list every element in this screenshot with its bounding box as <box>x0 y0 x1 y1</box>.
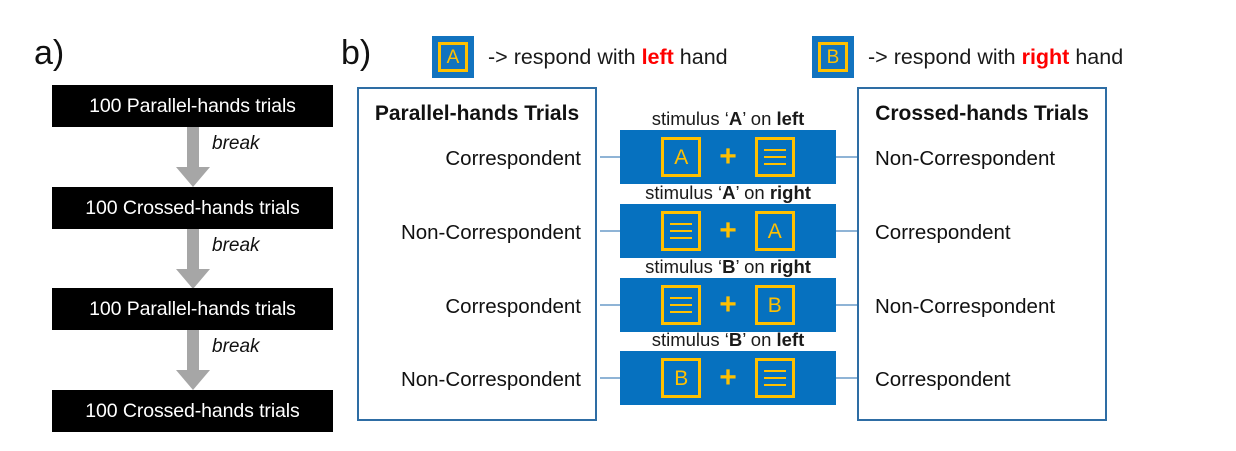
break-label: break <box>212 235 260 256</box>
parallel-correspondence-label: Correspondent <box>445 147 581 170</box>
legend-suffix-b: hand <box>1069 44 1124 69</box>
distractor-bar <box>763 156 786 158</box>
break-label: break <box>212 133 260 154</box>
legend-hand-a: left <box>641 44 674 69</box>
flow-step-box: 100 Parallel-hands trials <box>52 85 333 127</box>
caption-mid: ’ on <box>735 256 770 277</box>
connector-line <box>600 156 620 158</box>
fixation-cross: + <box>719 214 737 247</box>
panel-b-label: b) <box>341 34 372 72</box>
crossed-hands-panel: Crossed-hands Trials Non-Correspondent C… <box>857 87 1107 421</box>
stimulus-screen: + B <box>620 278 836 332</box>
fixation-cross: + <box>719 361 737 394</box>
caption-mid: ’ on <box>735 182 770 203</box>
legend-item-a: A -> respond with left hand <box>432 36 728 78</box>
caption-prefix: stimulus ‘ <box>645 182 723 203</box>
stimulus-letter-tile: B <box>661 358 702 398</box>
caption-letter: B <box>722 256 736 277</box>
stimulus-letter-tile: B <box>754 285 795 325</box>
parallel-correspondence-label: Correspondent <box>445 295 581 318</box>
crossed-correspondence-label: Non-Correspondent <box>875 295 1056 318</box>
stimulus-b-letter: B <box>818 42 848 72</box>
stimulus-caption: stimulus ‘A’ on left <box>620 108 836 129</box>
legend-prefix-b: -> respond with <box>868 44 1022 69</box>
caption-letter: B <box>728 329 743 350</box>
panel-a-label: a) <box>34 34 65 72</box>
stimulus-caption: stimulus ‘A’ on right <box>620 182 836 203</box>
distractor-bar <box>670 311 693 313</box>
legend-item-b: B -> respond with right hand <box>812 36 1123 78</box>
connector-line <box>835 377 857 379</box>
distractor-tile <box>754 137 795 177</box>
connector-line <box>835 230 857 232</box>
flow-step-box: 100 Crossed-hands trials <box>52 390 333 432</box>
parallel-hands-title: Parallel-hands Trials <box>374 102 580 125</box>
legend-hand-b: right <box>1021 44 1070 69</box>
legend-prefix-a: -> respond with <box>488 44 642 69</box>
fixation-cross: + <box>719 140 737 173</box>
connector-line <box>600 230 620 232</box>
fixation-cross: + <box>719 288 737 321</box>
legend-text-a: -> respond with left hand <box>488 45 728 70</box>
distractor-bar <box>763 163 786 165</box>
caption-letter: A <box>728 108 743 129</box>
distractor-bar <box>670 237 693 239</box>
down-arrow-icon <box>176 330 210 390</box>
legend-text-b: -> respond with right hand <box>868 45 1123 70</box>
stimulus-a-letter: A <box>438 42 468 72</box>
connector-line <box>835 304 857 306</box>
caption-prefix: stimulus ‘ <box>645 256 723 277</box>
distractor-bar <box>670 304 693 306</box>
caption-side: left <box>776 329 805 350</box>
distractor-bar <box>763 377 786 379</box>
flow-step-box: 100 Parallel-hands trials <box>52 288 333 330</box>
crossed-correspondence-label: Non-Correspondent <box>875 147 1056 170</box>
caption-mid: ’ on <box>742 108 777 129</box>
caption-letter: A <box>722 182 736 203</box>
distractor-bar <box>763 370 786 372</box>
stimulus-caption: stimulus ‘B’ on right <box>620 256 836 277</box>
panel-a-procedure-flow: a) 100 Parallel-hands trials break 100 C… <box>0 0 340 451</box>
crossed-correspondence-label: Correspondent <box>875 368 1011 391</box>
legend-suffix-a: hand <box>673 44 728 69</box>
caption-prefix: stimulus ‘ <box>651 329 729 350</box>
connector-line <box>835 156 857 158</box>
parallel-hands-panel: Parallel-hands Trials Correspondent Non-… <box>357 87 597 421</box>
caption-side: right <box>769 256 811 277</box>
distractor-tile <box>754 358 795 398</box>
stimulus-letter-tile: A <box>661 137 702 177</box>
flow-step-box: 100 Crossed-hands trials <box>52 187 333 229</box>
crossed-correspondence-label: Correspondent <box>875 221 1011 244</box>
connector-line <box>600 304 620 306</box>
caption-side: left <box>776 108 805 129</box>
connector-line <box>600 377 620 379</box>
distractor-tile <box>661 285 702 325</box>
distractor-bar <box>670 223 693 225</box>
distractor-bar <box>763 384 786 386</box>
break-label: break <box>212 336 260 357</box>
parallel-correspondence-label: Non-Correspondent <box>400 221 581 244</box>
distractor-tile <box>661 211 702 251</box>
stimulus-screen: + A <box>620 204 836 258</box>
stimulus-caption: stimulus ‘B’ on left <box>620 329 836 350</box>
stimulus-screen: B + <box>620 351 836 405</box>
stimulus-b-icon: B <box>812 36 854 78</box>
caption-mid: ’ on <box>742 329 777 350</box>
stimulus-screen: A + <box>620 130 836 184</box>
crossed-hands-title: Crossed-hands Trials <box>875 102 1089 125</box>
down-arrow-icon <box>176 229 210 289</box>
distractor-bar <box>670 230 693 232</box>
down-arrow-icon <box>176 127 210 187</box>
parallel-correspondence-label: Non-Correspondent <box>400 368 581 391</box>
stimulus-a-icon: A <box>432 36 474 78</box>
caption-side: right <box>769 182 811 203</box>
distractor-bar <box>670 297 693 299</box>
distractor-bar <box>763 149 786 151</box>
stimulus-letter-tile: A <box>754 211 795 251</box>
caption-prefix: stimulus ‘ <box>651 108 729 129</box>
